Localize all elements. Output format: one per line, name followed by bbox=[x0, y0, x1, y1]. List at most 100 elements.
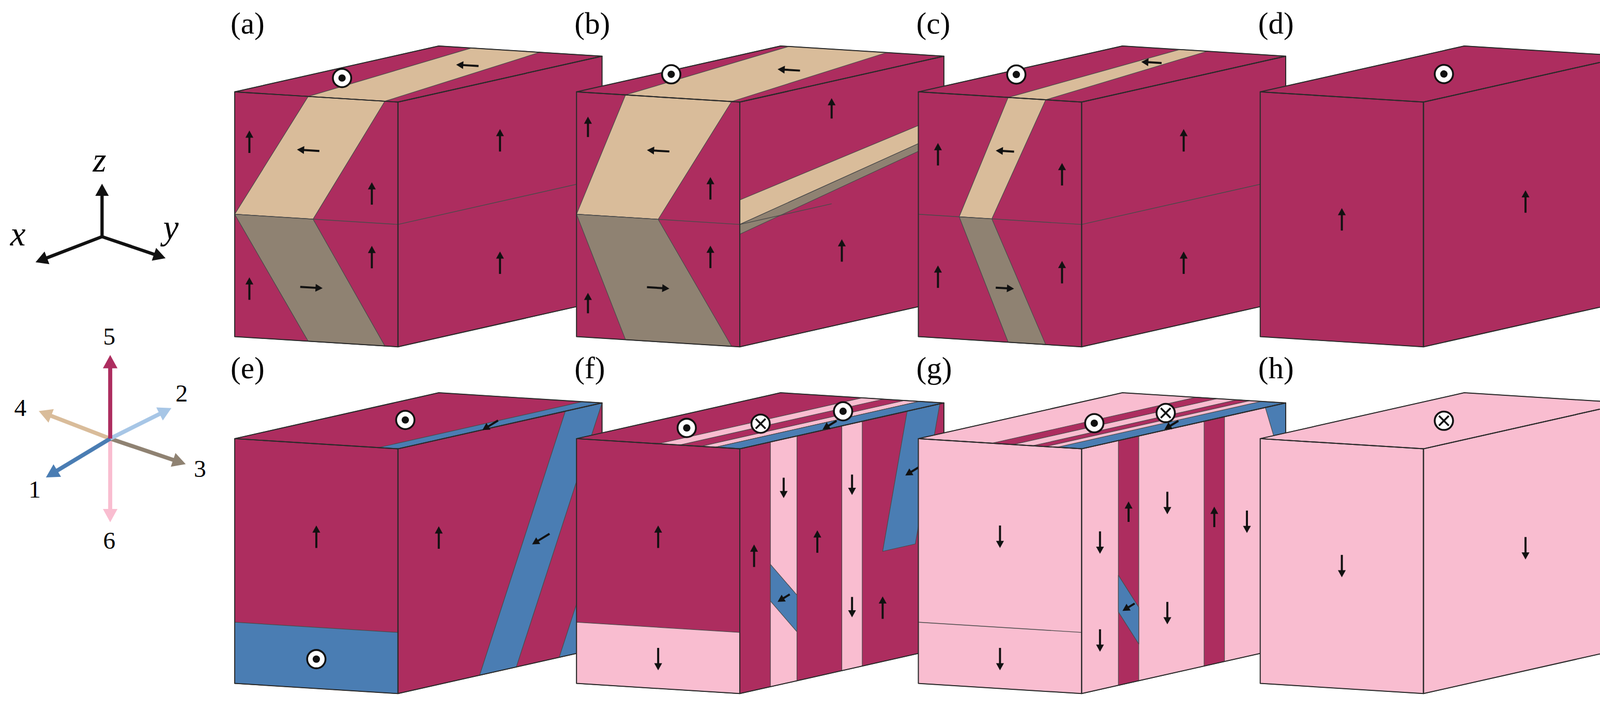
domain-region bbox=[234, 96, 386, 220]
moment-arrow-head bbox=[1521, 190, 1530, 198]
direction-arrow-head bbox=[102, 509, 118, 523]
moment-arrow bbox=[248, 136, 251, 154]
moment-arrow bbox=[995, 287, 1009, 289]
symbol-dot bbox=[312, 656, 320, 664]
moment-arrow bbox=[1245, 510, 1248, 528]
out-of-plane-symbol bbox=[677, 418, 697, 438]
moment-arrow-head bbox=[706, 245, 715, 253]
cube-edge bbox=[398, 56, 603, 348]
moment-arrow bbox=[370, 188, 373, 205]
moment-arrow-head bbox=[777, 65, 785, 74]
domain-region bbox=[739, 132, 944, 235]
moment-arrow-head bbox=[1210, 507, 1218, 515]
out-of-plane-symbol bbox=[1007, 65, 1026, 84]
domain-region bbox=[576, 214, 732, 347]
direction-label: 1 bbox=[28, 477, 41, 502]
moment-arrow bbox=[1169, 420, 1179, 426]
cube-edge bbox=[234, 46, 603, 103]
direction-label: 4 bbox=[14, 395, 27, 421]
domain-wall bbox=[1081, 178, 1286, 225]
moment-arrow-head bbox=[934, 265, 942, 273]
domain-region bbox=[234, 214, 386, 347]
moment-arrow-head bbox=[1058, 163, 1066, 171]
moment-arrow bbox=[1182, 135, 1185, 152]
cube-face bbox=[576, 92, 740, 347]
moment-arrow bbox=[248, 283, 251, 301]
panel-label: (e) bbox=[230, 353, 265, 384]
moment-arrow bbox=[652, 150, 670, 152]
cube-edge bbox=[739, 403, 944, 695]
moment-arrow-head bbox=[584, 116, 592, 125]
cube-face bbox=[234, 92, 399, 347]
moment-arrow bbox=[498, 135, 501, 152]
domain-region bbox=[700, 400, 920, 448]
cube-edge bbox=[918, 92, 1082, 347]
cube-face bbox=[1081, 403, 1286, 695]
cube-face bbox=[1423, 403, 1600, 695]
cube-face bbox=[1260, 92, 1424, 347]
moment-arrow bbox=[1099, 531, 1102, 548]
cube-edge bbox=[234, 392, 603, 450]
domain-wall bbox=[234, 214, 399, 225]
cube-face bbox=[1081, 56, 1286, 348]
domain-region bbox=[308, 48, 540, 102]
domain-region bbox=[576, 95, 732, 220]
cube-face bbox=[1423, 56, 1600, 348]
moment-arrow bbox=[753, 551, 756, 568]
moment-arrow bbox=[782, 478, 785, 493]
domain-region bbox=[576, 622, 740, 694]
direction-arrow-head bbox=[156, 407, 172, 421]
moment-arrow bbox=[657, 531, 660, 549]
symbol-dot bbox=[1440, 70, 1448, 78]
cube-face bbox=[739, 56, 944, 348]
panel-label: (b) bbox=[574, 8, 611, 39]
moment-arrow bbox=[998, 648, 1001, 665]
cube-face bbox=[576, 438, 740, 694]
moment-arrow-head bbox=[837, 239, 846, 247]
cube-edge bbox=[234, 438, 399, 694]
cube-face bbox=[398, 403, 603, 695]
moment-arrow-head bbox=[245, 130, 254, 139]
axis-arrow-head bbox=[95, 183, 109, 196]
moment-arrow bbox=[1060, 267, 1063, 284]
cube-edge bbox=[1081, 56, 1286, 348]
cube-edge bbox=[739, 56, 944, 348]
symbol-cross bbox=[755, 419, 766, 430]
moment-arrow bbox=[487, 420, 498, 428]
moment-arrow bbox=[936, 271, 939, 289]
symbol-dot bbox=[1012, 70, 1020, 79]
panel-label: (d) bbox=[1258, 8, 1294, 39]
domain-region bbox=[234, 622, 399, 694]
axis-arrow bbox=[46, 236, 103, 259]
moment-arrow-head bbox=[1521, 552, 1530, 560]
direction-label: 6 bbox=[102, 528, 116, 554]
cube-face bbox=[739, 403, 944, 695]
panel-label: (a) bbox=[230, 8, 265, 39]
symbol-cross bbox=[1160, 408, 1171, 419]
moment-arrow-head bbox=[1095, 546, 1104, 555]
direction-arrow bbox=[108, 367, 113, 439]
moment-arrow bbox=[816, 536, 819, 554]
moment-arrow-head bbox=[1141, 58, 1149, 67]
panel-label: (c) bbox=[916, 8, 951, 39]
cube-edge bbox=[918, 46, 1286, 103]
axis-arrow bbox=[100, 194, 104, 237]
domain-region bbox=[625, 46, 887, 102]
cube-edge bbox=[1260, 438, 1424, 694]
out-of-plane-symbol bbox=[1085, 414, 1104, 433]
moment-arrow-head bbox=[779, 491, 788, 499]
direction-arrow bbox=[56, 438, 111, 472]
out-of-plane-symbol bbox=[395, 410, 415, 430]
moment-arrow-head bbox=[584, 293, 592, 301]
into-plane-symbol bbox=[1434, 412, 1454, 431]
domain-wall bbox=[739, 203, 832, 225]
axis-label: z bbox=[93, 142, 107, 178]
moment-arrow-head bbox=[813, 530, 821, 538]
cube-edge bbox=[576, 392, 944, 450]
symbol-dot bbox=[1090, 419, 1099, 428]
direction-label: 2 bbox=[175, 381, 189, 406]
moment-arrow-head bbox=[1337, 208, 1346, 216]
moment-arrow-head bbox=[706, 177, 715, 185]
panel-label: (f) bbox=[574, 353, 605, 384]
cube-face bbox=[918, 438, 1082, 694]
